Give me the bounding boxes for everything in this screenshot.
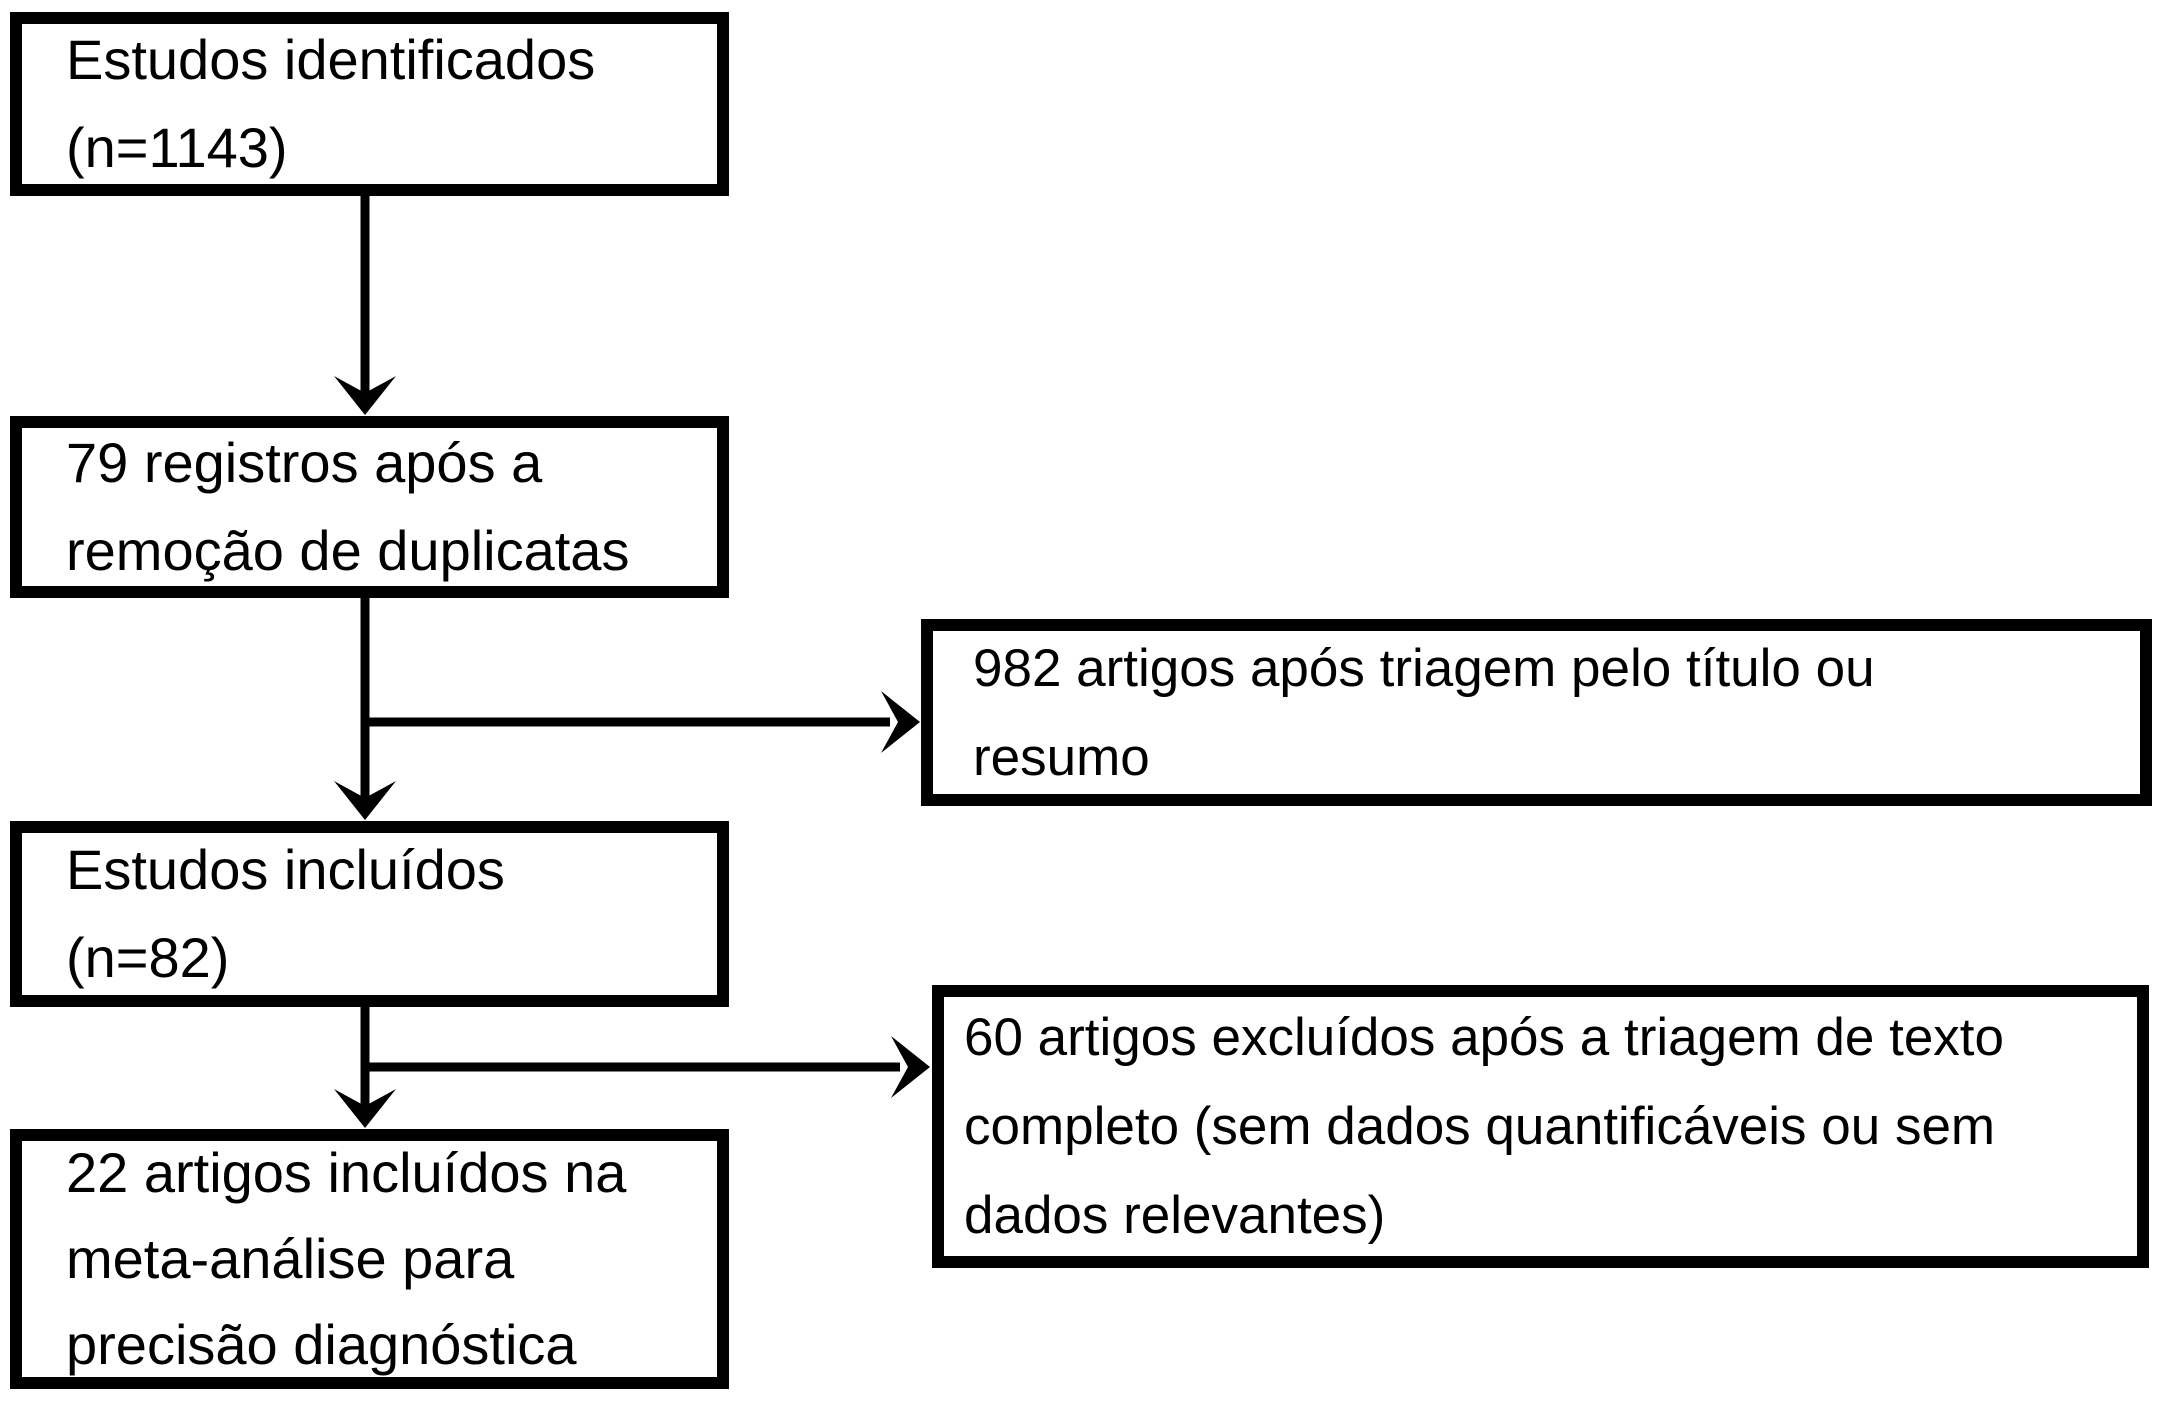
box-text-line: remoção de duplicatas <box>66 519 630 582</box>
box-estudos-incluidos: Estudos incluídos (n=82) <box>10 821 729 1007</box>
box-text-line: 982 artigos após triagem pelo título ou <box>973 638 1875 698</box>
box-artigos-excluidos-texto-completo: 60 artigos excluídos após a triagem de t… <box>932 985 2149 1268</box>
box-text-line: (n=1143) <box>66 116 288 179</box>
box-text-line: precisão diagnóstica <box>66 1313 577 1376</box>
box-text-line: completo (sem dados quantificáveis ou se… <box>964 1097 1996 1156</box>
box-text-line: Estudos incluídos <box>66 838 505 901</box>
arrowhead-down-1 <box>334 376 396 415</box>
box-text-line: Estudos identificados <box>66 28 596 91</box>
box-text-line: 22 artigos incluídos na <box>66 1141 627 1204</box>
box-artigos-apos-triagem-titulo-resumo: 982 artigos após triagem pelo título ou … <box>921 619 2152 806</box>
box-registros-apos-remocao-duplicatas: 79 registros após a remoção de duplicata… <box>10 416 729 598</box>
box-text-line: 60 artigos excluídos após a triagem de t… <box>964 1008 2004 1067</box>
box-text-line: resumo <box>973 727 1150 787</box>
arrowhead-right-2 <box>891 1036 930 1098</box>
arrowhead-down-3 <box>334 1089 396 1128</box>
box-estudos-identificados: Estudos identificados (n=1143) <box>10 12 729 196</box>
box-artigos-incluidos-meta-analise: 22 artigos incluídos na meta-análise par… <box>10 1129 729 1389</box>
box-text-line: dados relevantes) <box>964 1186 1386 1245</box>
box-text-line: 79 registros após a <box>66 431 543 494</box>
box-text-line: meta-análise para <box>66 1227 515 1290</box>
box-text-line: (n=82) <box>66 926 230 989</box>
arrowhead-right-1 <box>881 691 920 753</box>
arrowhead-down-2 <box>334 781 396 820</box>
